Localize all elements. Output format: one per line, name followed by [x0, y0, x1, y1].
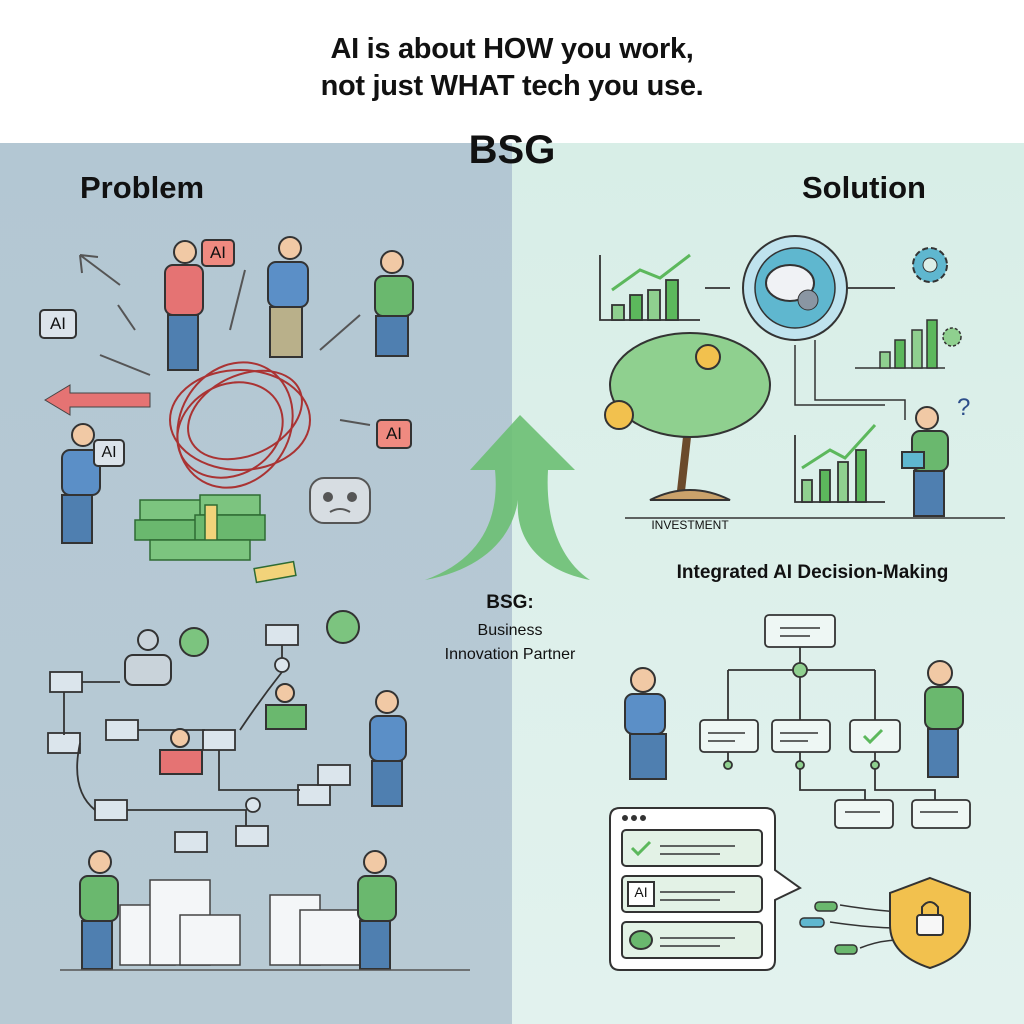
- people-decision: [624, 660, 964, 780]
- header: AI is about HOW you work, not just WHAT …: [0, 0, 1024, 143]
- ai-tag-label: AI: [209, 243, 227, 262]
- ai-tag: [201, 239, 235, 267]
- money-tree-icon: [604, 332, 771, 501]
- red-arrow-icon: [44, 384, 151, 416]
- bar-chart-small: [855, 319, 962, 369]
- messy-flowchart: [47, 624, 351, 853]
- ai-tag-label: AI: [49, 314, 67, 333]
- ai-tag: [39, 309, 77, 339]
- growth-arrow-icon: [425, 415, 590, 580]
- ai-tag: [376, 419, 412, 449]
- tangled-wires: [169, 361, 311, 489]
- question-bubbles: [179, 610, 360, 657]
- investment-label: INVESTMENT: [651, 518, 729, 532]
- decision-tree: [699, 614, 971, 829]
- gear-icon: [912, 247, 948, 283]
- ai-app-window: [609, 807, 802, 971]
- people-paperwork: [79, 850, 397, 970]
- security-shield-icon: [889, 876, 971, 970]
- ai-tag: [93, 439, 125, 467]
- people-problem: [61, 236, 414, 544]
- ai-tag-label: AI: [101, 444, 117, 461]
- question-mark-icon: ?: [957, 394, 970, 421]
- person-tablet: [901, 406, 949, 517]
- data-stream: [799, 901, 901, 955]
- ai-brain-icon: [742, 235, 848, 341]
- chaos-arrows: [79, 254, 371, 426]
- center-brand: BSG:: [486, 592, 534, 613]
- people-flow: [124, 629, 407, 807]
- headline-line-2: not just WHAT tech you use.: [320, 70, 704, 102]
- decision-title: Integrated AI Decision-Making: [676, 562, 949, 583]
- headline-line-1: AI is about HOW you work,: [330, 33, 694, 65]
- sad-robot-icon: [309, 477, 371, 524]
- money-stacks: [134, 494, 297, 584]
- growth-chart-top: [599, 253, 730, 321]
- center-line-1: Business: [477, 622, 543, 639]
- center-line-2: Innovation Partner: [444, 646, 576, 663]
- solution-title: Solution: [802, 170, 926, 205]
- ai-tag-label: AI: [385, 424, 403, 443]
- problem-title: Problem: [80, 170, 205, 205]
- brand-logo: BSG: [468, 128, 556, 172]
- growth-chart-mid: [794, 423, 885, 503]
- panel-ai-label: AI: [634, 884, 648, 900]
- paper-stacks: [119, 879, 361, 966]
